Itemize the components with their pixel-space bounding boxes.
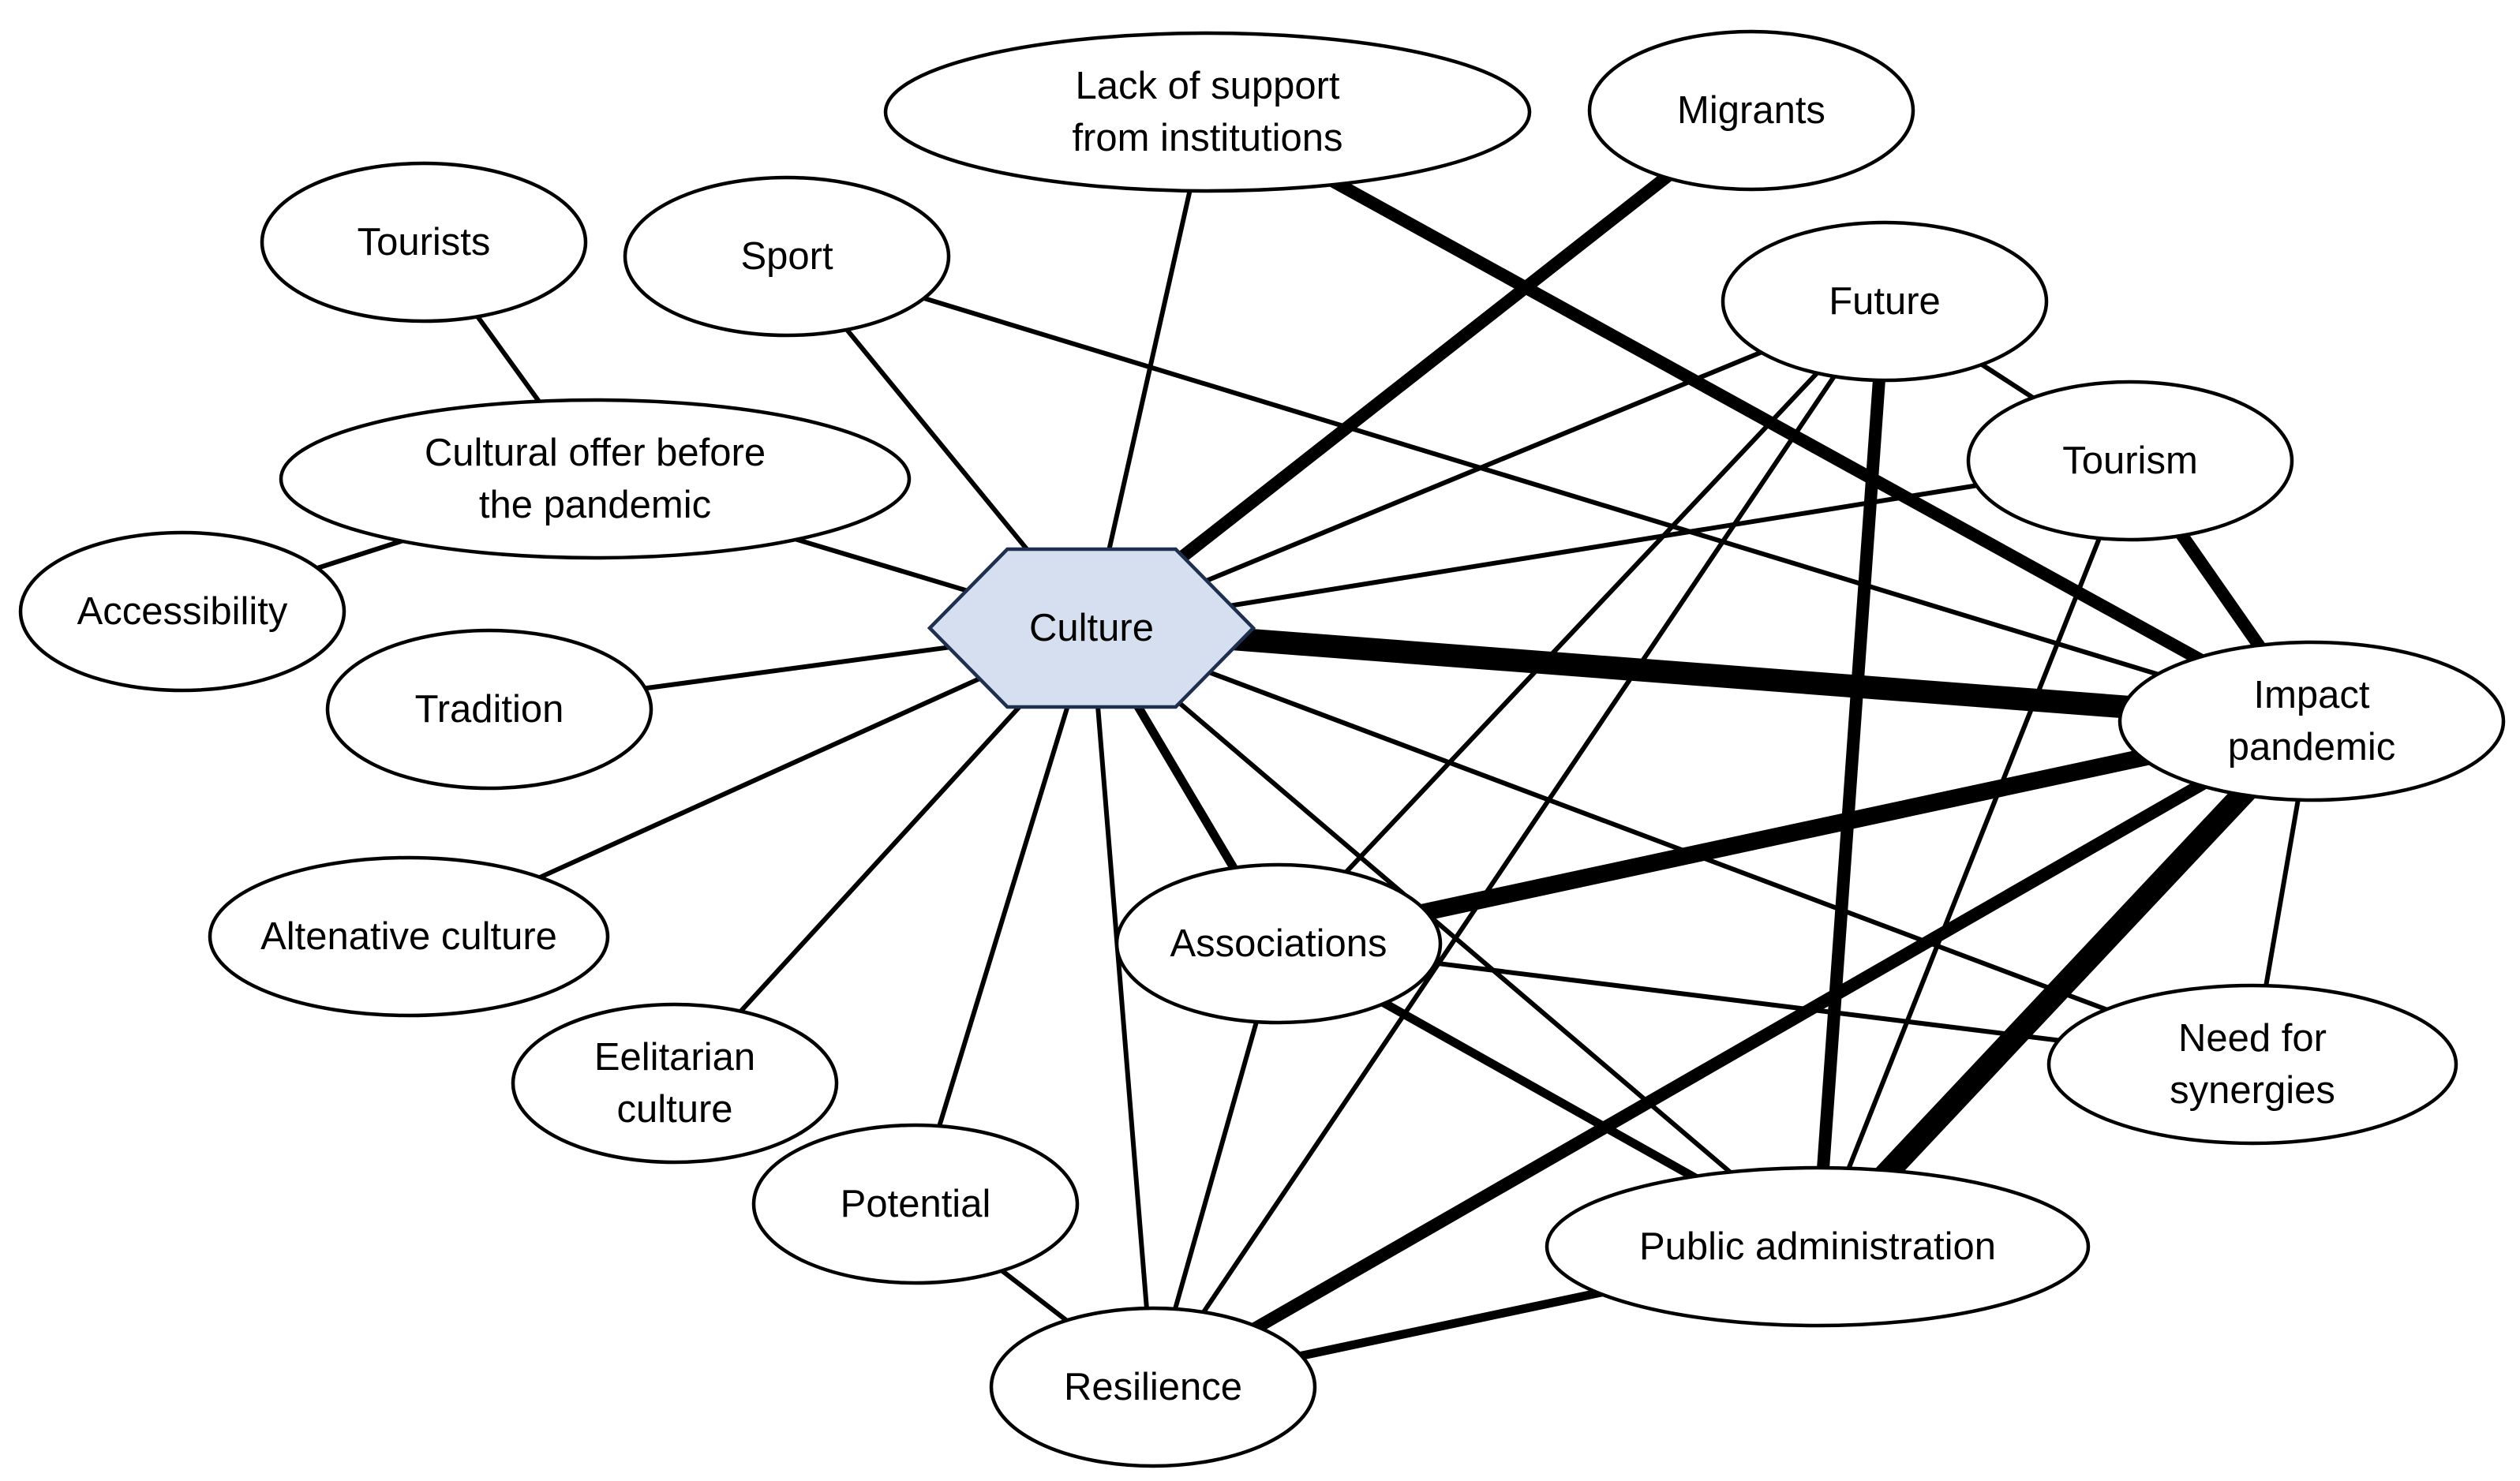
node-label-eelitarian_culture-line-1: Eelitarian (594, 1036, 755, 1079)
node-ellipse-migrants (1587, 29, 1915, 192)
edge-impact_pandemic-public_admin (1809, 713, 2320, 1255)
node-ellipse-tourists (260, 161, 588, 324)
node-cultural_offer: Cultural offer before the pandemic (279, 398, 912, 560)
node-culture: Culture (927, 547, 1256, 709)
node-ellipse-eelitarian_culture (511, 1002, 839, 1165)
edge-future-associations (1276, 299, 1887, 946)
node-ellipse-cultural_offer (279, 398, 912, 560)
node-label-migrants: Migrants (1677, 89, 1825, 132)
edge-culture-lack_support (1089, 111, 1210, 629)
node-label-need_synergies-line-2: synergies (2170, 1069, 2335, 1112)
node-public_admin: Public administration (1545, 1165, 2091, 1328)
node-accessibility: Accessibility (18, 530, 346, 693)
node-eelitarian_culture: Eelitarian culture (511, 1002, 839, 1165)
node-label-impact_pandemic-line-2: pandemic (2228, 726, 2395, 769)
node-label-eelitarian_culture-line-2: culture (616, 1088, 732, 1131)
node-tradition: Tradition (325, 628, 653, 791)
node-associations: Associations (1114, 862, 1443, 1025)
edge-future-resilience (1151, 300, 1887, 1389)
edge-impact_pandemic-resilience (1150, 716, 2315, 1393)
node-ellipse-tradition (325, 628, 653, 791)
node-label-alternative_culture: Altenative culture (260, 915, 557, 958)
node-lack_support: Lack of support from institutions (883, 31, 1532, 193)
node-ellipse-impact_pandemic (2117, 640, 2506, 802)
node-alternative_culture: Altenative culture (208, 855, 610, 1018)
node-label-impact_pandemic-line-1: Impact (2253, 674, 2369, 716)
node-label-lack_support-line-1: Lack of support (1075, 65, 1339, 107)
edge-culture-impact_pandemic (1090, 616, 2313, 733)
edge-tourism-public_admin (1815, 459, 2132, 1248)
node-label-tradition: Tradition (415, 688, 564, 731)
node-label-accessibility: Accessibility (77, 590, 288, 633)
node-label-public_admin: Public administration (1639, 1225, 1996, 1268)
node-migrants: Migrants (1587, 29, 1915, 192)
node-ellipse-alternative_culture (208, 855, 610, 1018)
node-ellipse-accessibility (18, 530, 346, 693)
node-ellipse-future (1721, 220, 2049, 383)
edge-culture-potential (913, 627, 1094, 1205)
node-label-tourism: Tourism (2062, 439, 2198, 482)
node-label-cultural_offer-line-1: Cultural offer before (425, 432, 766, 474)
node-future: Future (1721, 220, 2049, 383)
nodes-layer: Culture Lack of support from institutions M… (18, 29, 2506, 1468)
node-ellipse-public_admin (1545, 1165, 2091, 1328)
node-label-associations: Associations (1170, 922, 1387, 965)
node-label-cultural_offer-line-2: the pandemic (479, 484, 711, 526)
edge-future-public_admin (1811, 301, 1891, 1247)
edge-culture-resilience (1089, 627, 1155, 1388)
node-need_synergies: Need for synergies (2046, 983, 2458, 1146)
node-label-culture: Culture (1029, 607, 1154, 649)
node-hexagon-culture (927, 547, 1256, 709)
node-ellipse-resilience (989, 1306, 1317, 1468)
edge-impact_pandemic-associations (1276, 712, 2314, 952)
node-impact_pandemic: Impact pandemic (2117, 640, 2506, 802)
node-label-resilience: Resilience (1064, 1366, 1242, 1408)
node-sport: Sport (623, 175, 951, 338)
node-potential: Potential (751, 1123, 1080, 1285)
node-label-tourists: Tourists (358, 221, 491, 264)
node-ellipse-tourism (1966, 380, 2294, 542)
node-ellipse-need_synergies (2046, 983, 2458, 1146)
node-tourism: Tourism (1966, 380, 2294, 542)
node-label-lack_support-line-2: from institutions (1072, 117, 1342, 159)
edge-lack_support-impact_pandemic (1204, 106, 2315, 727)
node-ellipse-potential (751, 1123, 1080, 1285)
node-ellipse-sport (623, 175, 951, 338)
node-ellipse-associations (1114, 862, 1443, 1025)
node-tourists: Tourists (260, 161, 588, 324)
node-label-need_synergies-line-1: Need for (2178, 1017, 2327, 1060)
node-label-sport: Sport (740, 235, 833, 278)
node-label-future: Future (1829, 280, 1941, 323)
edge-culture-tourism (1091, 458, 2131, 630)
edges-layer (182, 105, 2320, 1393)
edge-culture-future (1090, 299, 1886, 630)
node-ellipse-lack_support (883, 31, 1532, 193)
node-label-potential: Potential (841, 1183, 991, 1225)
edge-culture-migrants (1088, 105, 1755, 634)
node-resilience: Resilience (989, 1306, 1317, 1468)
